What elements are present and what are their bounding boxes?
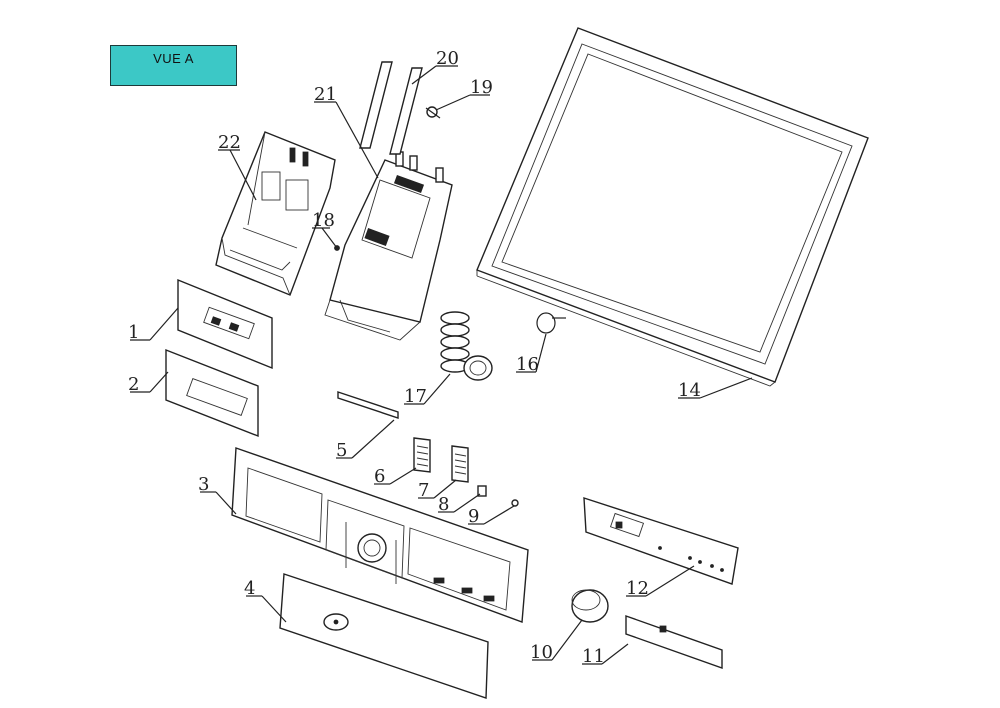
part-8-tab [477, 485, 487, 497]
callout-14: 14 [678, 380, 701, 401]
callout-4: 4 [244, 578, 255, 599]
part-21-dispenser-housing [324, 151, 453, 341]
callout-21: 21 [314, 84, 337, 105]
part-3-control-panel [231, 447, 529, 623]
leader-lines [130, 65, 753, 665]
part-1-drawer-bracket [177, 278, 273, 370]
part-14-door-panel [476, 27, 869, 387]
part-2-drawer-cover [165, 348, 259, 438]
callout-12: 12 [626, 578, 649, 599]
part-12-circuit-board [583, 497, 739, 585]
callout-17: 17 [404, 386, 427, 407]
callout-1: 1 [128, 322, 139, 343]
callout-22: 22 [218, 132, 241, 153]
part-7-button-block [451, 445, 469, 483]
callout-8: 8 [438, 494, 449, 515]
callout-5: 5 [336, 440, 347, 461]
callout-3: 3 [198, 474, 209, 495]
callout-20: 20 [436, 48, 459, 69]
part-17-spring-hose [440, 311, 493, 381]
part-22-drawer-insert [215, 131, 336, 296]
callout-10: 10 [530, 642, 553, 663]
callout-2: 2 [128, 374, 139, 395]
callout-9: 9 [468, 506, 479, 527]
callout-18: 18 [312, 210, 335, 231]
callout-7: 7 [418, 480, 429, 501]
part-9-pin [511, 499, 519, 507]
part-11-board-cover [625, 615, 723, 669]
part-4-front-panel [279, 573, 489, 699]
part-6-button-block [413, 437, 431, 473]
callout-6: 6 [374, 466, 385, 487]
callout-16: 16 [516, 354, 539, 375]
part-5-strip [337, 391, 399, 419]
part-20-hoses [359, 61, 423, 155]
part-19-clip [425, 106, 441, 119]
view-label-box: VUE A [110, 45, 237, 86]
part-10-knob [571, 589, 609, 623]
callout-19: 19 [470, 77, 493, 98]
part-16-wire-ring [536, 312, 566, 334]
callout-labels: 1 2 3 4 5 6 7 8 9 10 11 12 14 16 17 18 1… [128, 48, 701, 667]
callout-11: 11 [582, 646, 605, 667]
